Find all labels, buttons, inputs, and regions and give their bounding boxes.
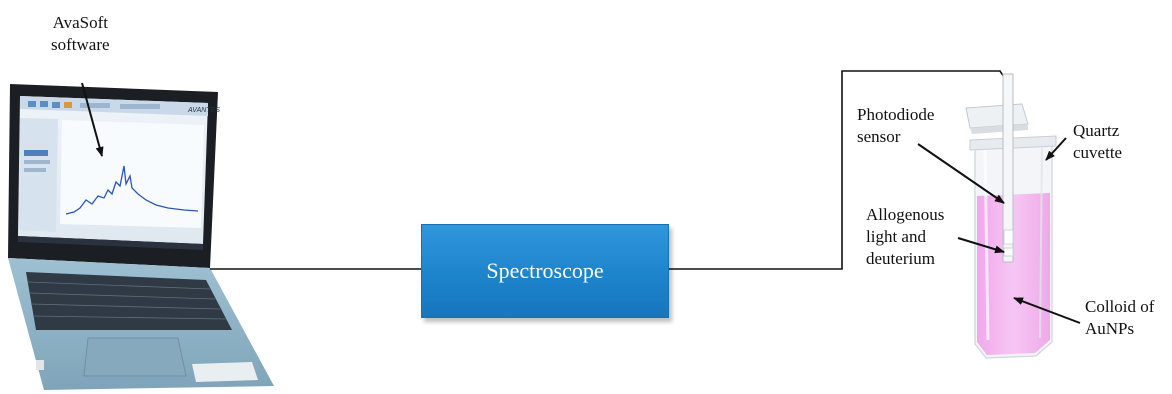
arrow	[957, 237, 1005, 254]
label-allogenous: Allogenous light and deuterium	[866, 204, 944, 270]
laptop-badge	[36, 360, 44, 370]
software-toolbar	[20, 96, 208, 116]
panel-item	[24, 160, 50, 164]
label-line: cuvette	[1073, 143, 1123, 162]
cuvette-lid	[965, 103, 1029, 129]
toolbar-field	[120, 104, 160, 109]
label-quartz: Quartz cuvette	[1073, 120, 1122, 164]
label-line: Quartz	[1073, 121, 1120, 140]
label-line: Colloid of	[1085, 297, 1155, 316]
laptop-image: AVANTES	[8, 84, 274, 390]
label-line: light and	[866, 227, 926, 246]
toolbar-field	[80, 103, 110, 108]
label-line: sensor	[857, 127, 901, 146]
toolbar-icon	[52, 102, 60, 108]
label-line: Photodiode	[857, 105, 935, 124]
cable-spectroscope-probe	[667, 70, 1007, 270]
spectroscope-box: Spectroscope	[421, 224, 669, 318]
label-photodiode: Photodiode sensor	[857, 104, 934, 148]
probe-window	[1003, 229, 1014, 245]
label-line: AuNPs	[1085, 319, 1135, 338]
arrow	[1045, 137, 1067, 161]
label-line: software	[51, 35, 110, 54]
arrow	[917, 143, 1005, 204]
spectroscope-label: Spectroscope	[486, 258, 604, 283]
keyboard	[26, 272, 232, 330]
keyboard-keys	[27, 281, 227, 320]
panel-item	[24, 150, 48, 156]
probe-window	[1003, 247, 1014, 257]
label-line: Allogenous	[866, 205, 945, 224]
toolbar-icon	[40, 101, 48, 107]
toolbar-icon	[64, 102, 72, 108]
spectrum-plot-area	[60, 120, 204, 228]
glass-highlight	[983, 149, 990, 341]
glass-highlight	[1039, 147, 1043, 339]
panel-item	[24, 168, 46, 172]
label-colloid: Colloid of AuNPs	[1085, 296, 1154, 340]
software-side-panel	[19, 118, 58, 232]
taskbar	[18, 236, 203, 250]
avantes-logo: AVANTES	[187, 107, 220, 114]
spectrum-curve	[65, 165, 199, 215]
toolbar-icon	[28, 101, 36, 107]
cuvette-image	[965, 73, 1057, 359]
label-line: AvaSoft	[52, 13, 108, 32]
label-software: AvaSoft software	[51, 12, 110, 56]
laptop-sticker	[192, 362, 258, 382]
label-line: deuterium	[866, 249, 935, 268]
touchpad	[83, 337, 187, 377]
arrow	[81, 82, 104, 157]
arrow	[1013, 297, 1081, 324]
colloid-fill	[977, 193, 1050, 355]
